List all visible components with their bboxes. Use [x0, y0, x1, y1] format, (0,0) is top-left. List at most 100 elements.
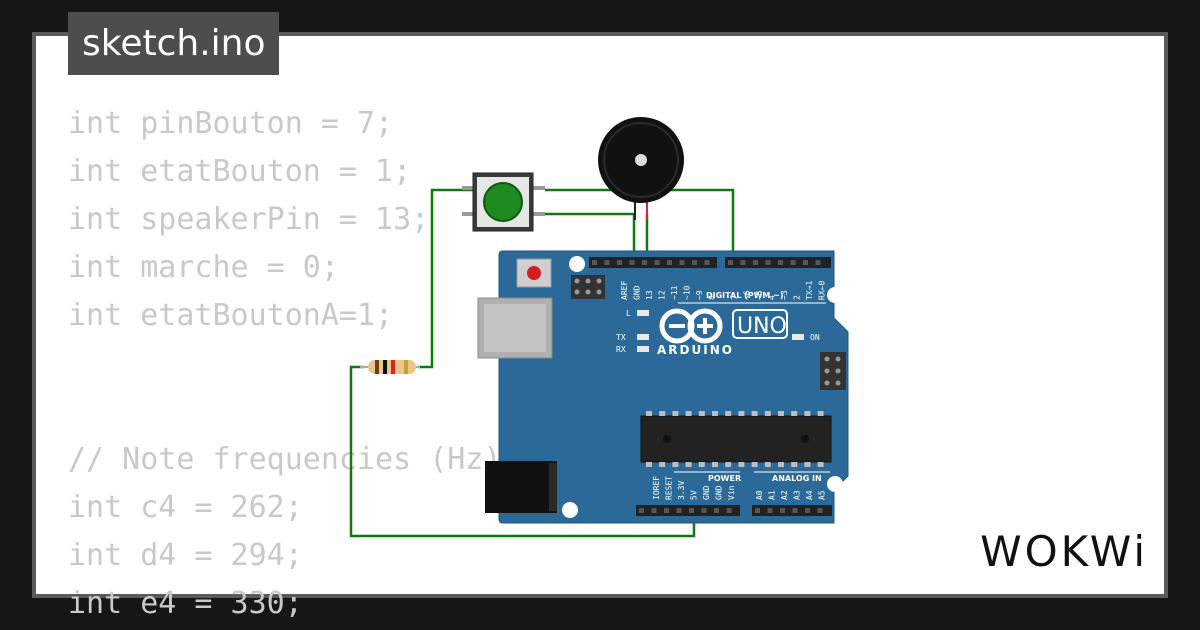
header-pin[interactable] [714, 508, 719, 513]
icsp-header-side [820, 352, 846, 390]
chip-leg [659, 462, 666, 467]
header-pin[interactable] [790, 260, 796, 265]
header-pin[interactable] [676, 508, 682, 513]
header-pin[interactable] [629, 260, 635, 265]
header-pin[interactable] [604, 260, 610, 265]
pin-label: RX←0 [818, 281, 827, 300]
pin-label: A5 [818, 490, 827, 500]
mounting-hole [827, 287, 843, 303]
header-pin[interactable] [639, 508, 644, 513]
button-leg [462, 212, 474, 216]
pin-label: 7 [730, 295, 739, 300]
chip-leg [672, 462, 679, 467]
resistor-band [404, 360, 408, 374]
buzzer-ring [603, 122, 679, 198]
led-l [637, 310, 649, 316]
power-jack [485, 461, 557, 513]
button-leg [533, 186, 545, 190]
chip-leg [725, 411, 732, 416]
chip-leg [817, 411, 824, 416]
pin-label: 8 [708, 295, 717, 300]
chip-leg [764, 462, 771, 467]
wire-button-to-pin7[interactable] [545, 188, 735, 262]
header-pin[interactable] [753, 260, 758, 265]
usb-port-inner [484, 304, 546, 352]
header-pin[interactable] [701, 508, 707, 513]
chip-leg [751, 411, 758, 416]
uno-badge [732, 309, 788, 339]
header-pin[interactable] [792, 508, 798, 513]
push-button[interactable] [462, 172, 545, 232]
resistor[interactable] [360, 360, 420, 374]
header-pin[interactable] [728, 260, 733, 265]
pin-label: 13 [645, 290, 654, 300]
chip-leg [764, 411, 771, 416]
code-line-10: int d4 = 294; [68, 538, 303, 573]
mounting-hole [827, 476, 843, 492]
header-pin[interactable] [817, 508, 823, 513]
pin-label: A2 [780, 490, 789, 500]
analog-header-label: ANALOG IN [772, 474, 822, 483]
file-name-tab[interactable]: sketch.ino [68, 12, 280, 75]
pin-label: 5V [690, 490, 699, 500]
chip-leg [698, 462, 705, 467]
header-pin[interactable] [778, 260, 783, 265]
wire-resistor-to-5v[interactable] [349, 365, 696, 538]
resistor-band [391, 360, 395, 374]
header-pin[interactable] [780, 508, 785, 513]
header-pin[interactable] [740, 260, 746, 265]
pin-label: Vin [727, 485, 736, 500]
header-pin[interactable] [726, 508, 732, 513]
led-rx-label: RX [616, 345, 626, 354]
chip-leg [738, 462, 745, 467]
buzzer[interactable] [598, 117, 684, 220]
pin-label: ~9 [695, 290, 704, 300]
mounting-hole [569, 256, 585, 272]
header-pin[interactable] [689, 508, 694, 513]
header-pin[interactable] [692, 260, 697, 265]
pin-label: ~6 [743, 290, 752, 300]
header-pin[interactable] [755, 508, 760, 513]
header-pin[interactable] [642, 260, 647, 265]
led-on [792, 334, 804, 340]
code-line-4: int marche = 0; [68, 250, 339, 285]
header-pin[interactable] [765, 260, 771, 265]
button-cap [483, 182, 523, 222]
header-pin[interactable] [651, 508, 657, 513]
pin-label: A1 [768, 490, 777, 500]
chip-leg [791, 462, 798, 467]
chip-leg [804, 411, 811, 416]
header-pin[interactable] [617, 260, 622, 265]
led-tx [637, 334, 649, 340]
header-pin[interactable] [815, 260, 821, 265]
reset-button[interactable] [516, 258, 552, 288]
header-pin[interactable] [767, 508, 773, 513]
header-pin[interactable] [664, 508, 669, 513]
header-pin[interactable] [654, 260, 660, 265]
header-pin[interactable] [805, 508, 810, 513]
microcontroller-chip [640, 411, 832, 467]
header-pin[interactable] [679, 260, 685, 265]
pin-label: IOREF [652, 476, 661, 500]
chip-leg [738, 411, 745, 416]
header-pin[interactable] [592, 260, 597, 265]
buzzer-hole [635, 154, 647, 166]
pin-label: RESET [665, 476, 674, 500]
pin-label: ~11 [670, 285, 679, 300]
wire-button-to-resistor[interactable] [418, 188, 474, 369]
pin-label: ~3 [780, 290, 789, 300]
header-pin[interactable] [704, 260, 710, 265]
header-pin[interactable] [667, 260, 672, 265]
pin-label: AREF [620, 281, 629, 300]
chip-leg [778, 411, 784, 416]
header-pin[interactable] [803, 260, 808, 265]
pin-label: 3.3V [677, 481, 686, 500]
led-tx-label: TX [616, 333, 626, 342]
pin-label: 12 [658, 290, 667, 300]
pin-label: 2 [793, 295, 802, 300]
chip-leg [646, 411, 652, 416]
